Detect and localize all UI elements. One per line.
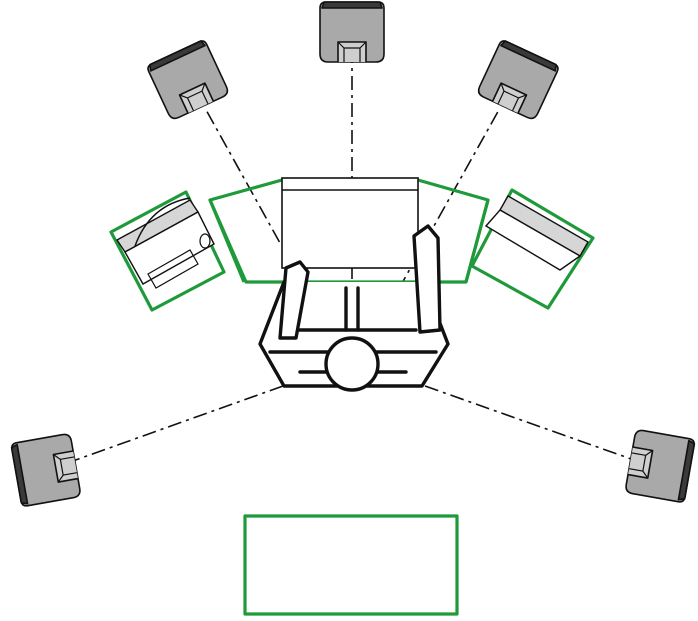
sightline-surround-left (69, 385, 284, 463)
surround-left-speaker (10, 432, 82, 508)
surround-right-speaker (624, 428, 696, 504)
front-left-speaker (145, 38, 231, 122)
left-laptop-station (109, 190, 226, 312)
front-right-speaker (475, 38, 561, 122)
speaker-icon (475, 38, 561, 122)
left-laptop-icon (115, 197, 215, 289)
couch-rectangle (243, 514, 459, 616)
mouse-icon (199, 233, 211, 249)
head (324, 336, 380, 392)
speaker-icon (145, 38, 231, 122)
right-laptop-station (470, 188, 595, 310)
right-laptop-icon (484, 195, 589, 271)
center-speaker (319, 1, 385, 63)
speaker-icon (624, 428, 696, 504)
sightline-surround-right (424, 385, 635, 461)
desk-right-wing (464, 199, 490, 283)
desk-left-wing (208, 199, 246, 283)
seated-listener-icon (258, 224, 450, 392)
speaker-icon (319, 1, 385, 63)
speaker-icon (10, 432, 82, 508)
monitor (281, 177, 419, 269)
